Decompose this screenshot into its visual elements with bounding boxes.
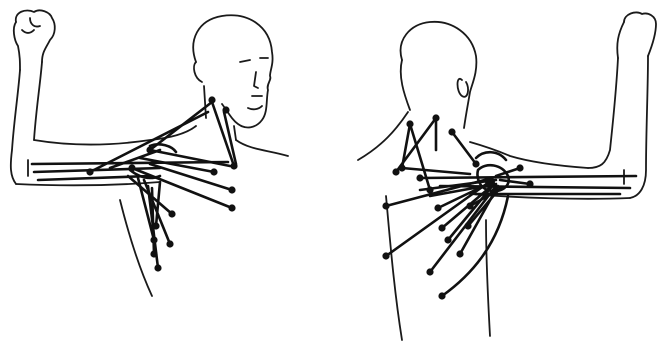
attachment-point	[456, 250, 463, 257]
attachment-point	[464, 222, 471, 229]
attachment-point	[152, 222, 159, 229]
muscle-line	[420, 176, 636, 178]
attachment-point	[222, 106, 229, 113]
attachment-point	[166, 240, 173, 247]
attachment-point	[146, 146, 153, 153]
attachment-point	[154, 264, 161, 271]
attachment-point	[472, 160, 479, 167]
attachment-point	[526, 180, 533, 187]
attachment-point	[208, 96, 215, 103]
muscle-line	[396, 118, 436, 172]
attachment-point	[398, 164, 405, 171]
muscle-line	[452, 132, 476, 164]
attachment-point	[168, 210, 175, 217]
attachment-point	[382, 252, 389, 259]
front-figure	[11, 10, 288, 296]
attachment-point	[485, 177, 495, 187]
attachment-point	[426, 186, 433, 193]
attachment-point	[228, 204, 235, 211]
attachment-point	[406, 120, 413, 127]
attachment-point	[432, 114, 439, 121]
attachment-point	[444, 236, 451, 243]
attachment-point	[228, 186, 235, 193]
attachment-point	[128, 164, 135, 171]
muscle-line	[442, 196, 508, 296]
attachment-point	[448, 128, 455, 135]
back-figure	[358, 12, 656, 340]
attachment-point	[86, 168, 93, 175]
attachment-point	[416, 174, 423, 181]
attachment-point	[516, 164, 523, 171]
attachment-point	[426, 268, 433, 275]
attachment-point	[150, 236, 157, 243]
attachment-point	[434, 204, 441, 211]
back-muscle-lines	[386, 118, 636, 296]
attachment-point	[382, 202, 389, 209]
muscle-line	[500, 180, 530, 184]
attachment-point	[392, 168, 399, 175]
attachment-point	[210, 168, 217, 175]
attachment-point	[150, 250, 157, 257]
attachment-point	[466, 202, 473, 209]
muscle-line	[402, 168, 470, 174]
muscle-line	[32, 162, 228, 164]
attachment-point	[438, 224, 445, 231]
attachment-point	[438, 292, 445, 299]
back-attachment-points	[382, 114, 533, 299]
attachment-point	[230, 162, 237, 169]
